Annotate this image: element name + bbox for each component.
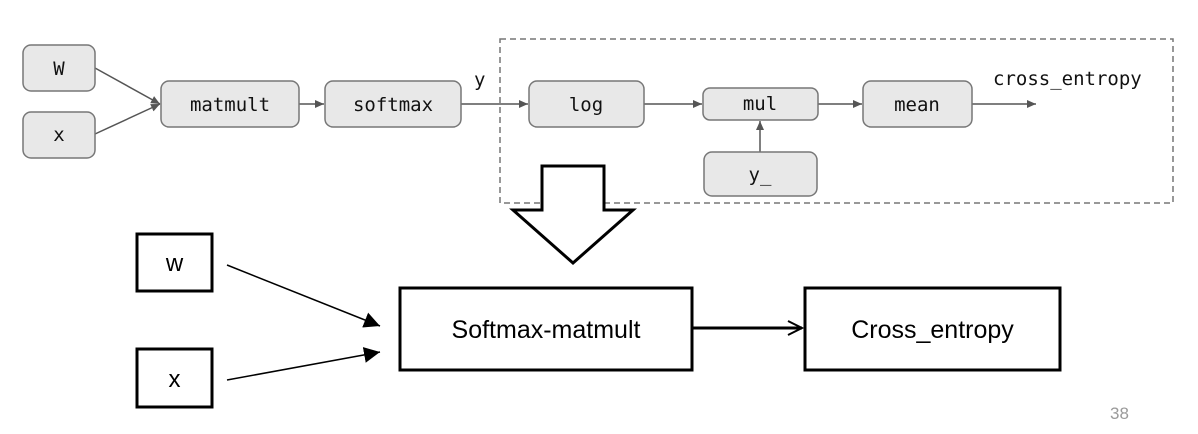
- page-number: 38: [1110, 404, 1129, 423]
- cross-entropy-node: Cross_entropy: [803, 286, 1062, 372]
- mean-label: mean: [894, 94, 940, 116]
- mean-node: mean: [862, 80, 973, 128]
- cross-entropy-label: Cross_entropy: [851, 316, 1014, 344]
- softmax-matmult-node: Softmax-matmult: [398, 286, 694, 372]
- fused-input-w-label: w: [165, 250, 184, 277]
- input-w-label: W: [53, 58, 65, 80]
- log-node: log: [528, 80, 645, 128]
- fused-input-w-node: w: [135, 232, 214, 293]
- matmult-node: matmult: [160, 80, 300, 128]
- edge-label-y: y: [474, 69, 485, 91]
- softmax-label: softmax: [353, 94, 433, 116]
- log-label: log: [569, 94, 603, 116]
- edge-fused-x-to-softmax-matmult: [226, 347, 381, 381]
- mul-label: mul: [743, 93, 777, 115]
- edge-w-to-matmult: [94, 67, 161, 105]
- input-y_-label: y_: [749, 164, 772, 186]
- transform-down-arrow-icon: [509, 164, 637, 266]
- input-x-label: x: [53, 124, 64, 146]
- fused-input-x-node: x: [135, 347, 214, 409]
- fused-input-x-label: x: [169, 366, 181, 393]
- edge-fused-w-to-softmax-matmult: [226, 264, 381, 328]
- softmax-matmult-label: Softmax-matmult: [452, 316, 641, 344]
- matmult-label: matmult: [190, 94, 270, 116]
- input-w-node: W: [22, 44, 96, 92]
- input-y_-node: y_: [703, 151, 818, 197]
- edge-x-to-matmult: [94, 103, 161, 135]
- mul-node: mul: [702, 87, 819, 121]
- cross-entropy-group-box: [499, 38, 1174, 204]
- output-label-cross-entropy: cross_entropy: [993, 68, 1142, 90]
- softmax-node: softmax: [324, 80, 462, 128]
- input-x-node: x: [22, 111, 96, 159]
